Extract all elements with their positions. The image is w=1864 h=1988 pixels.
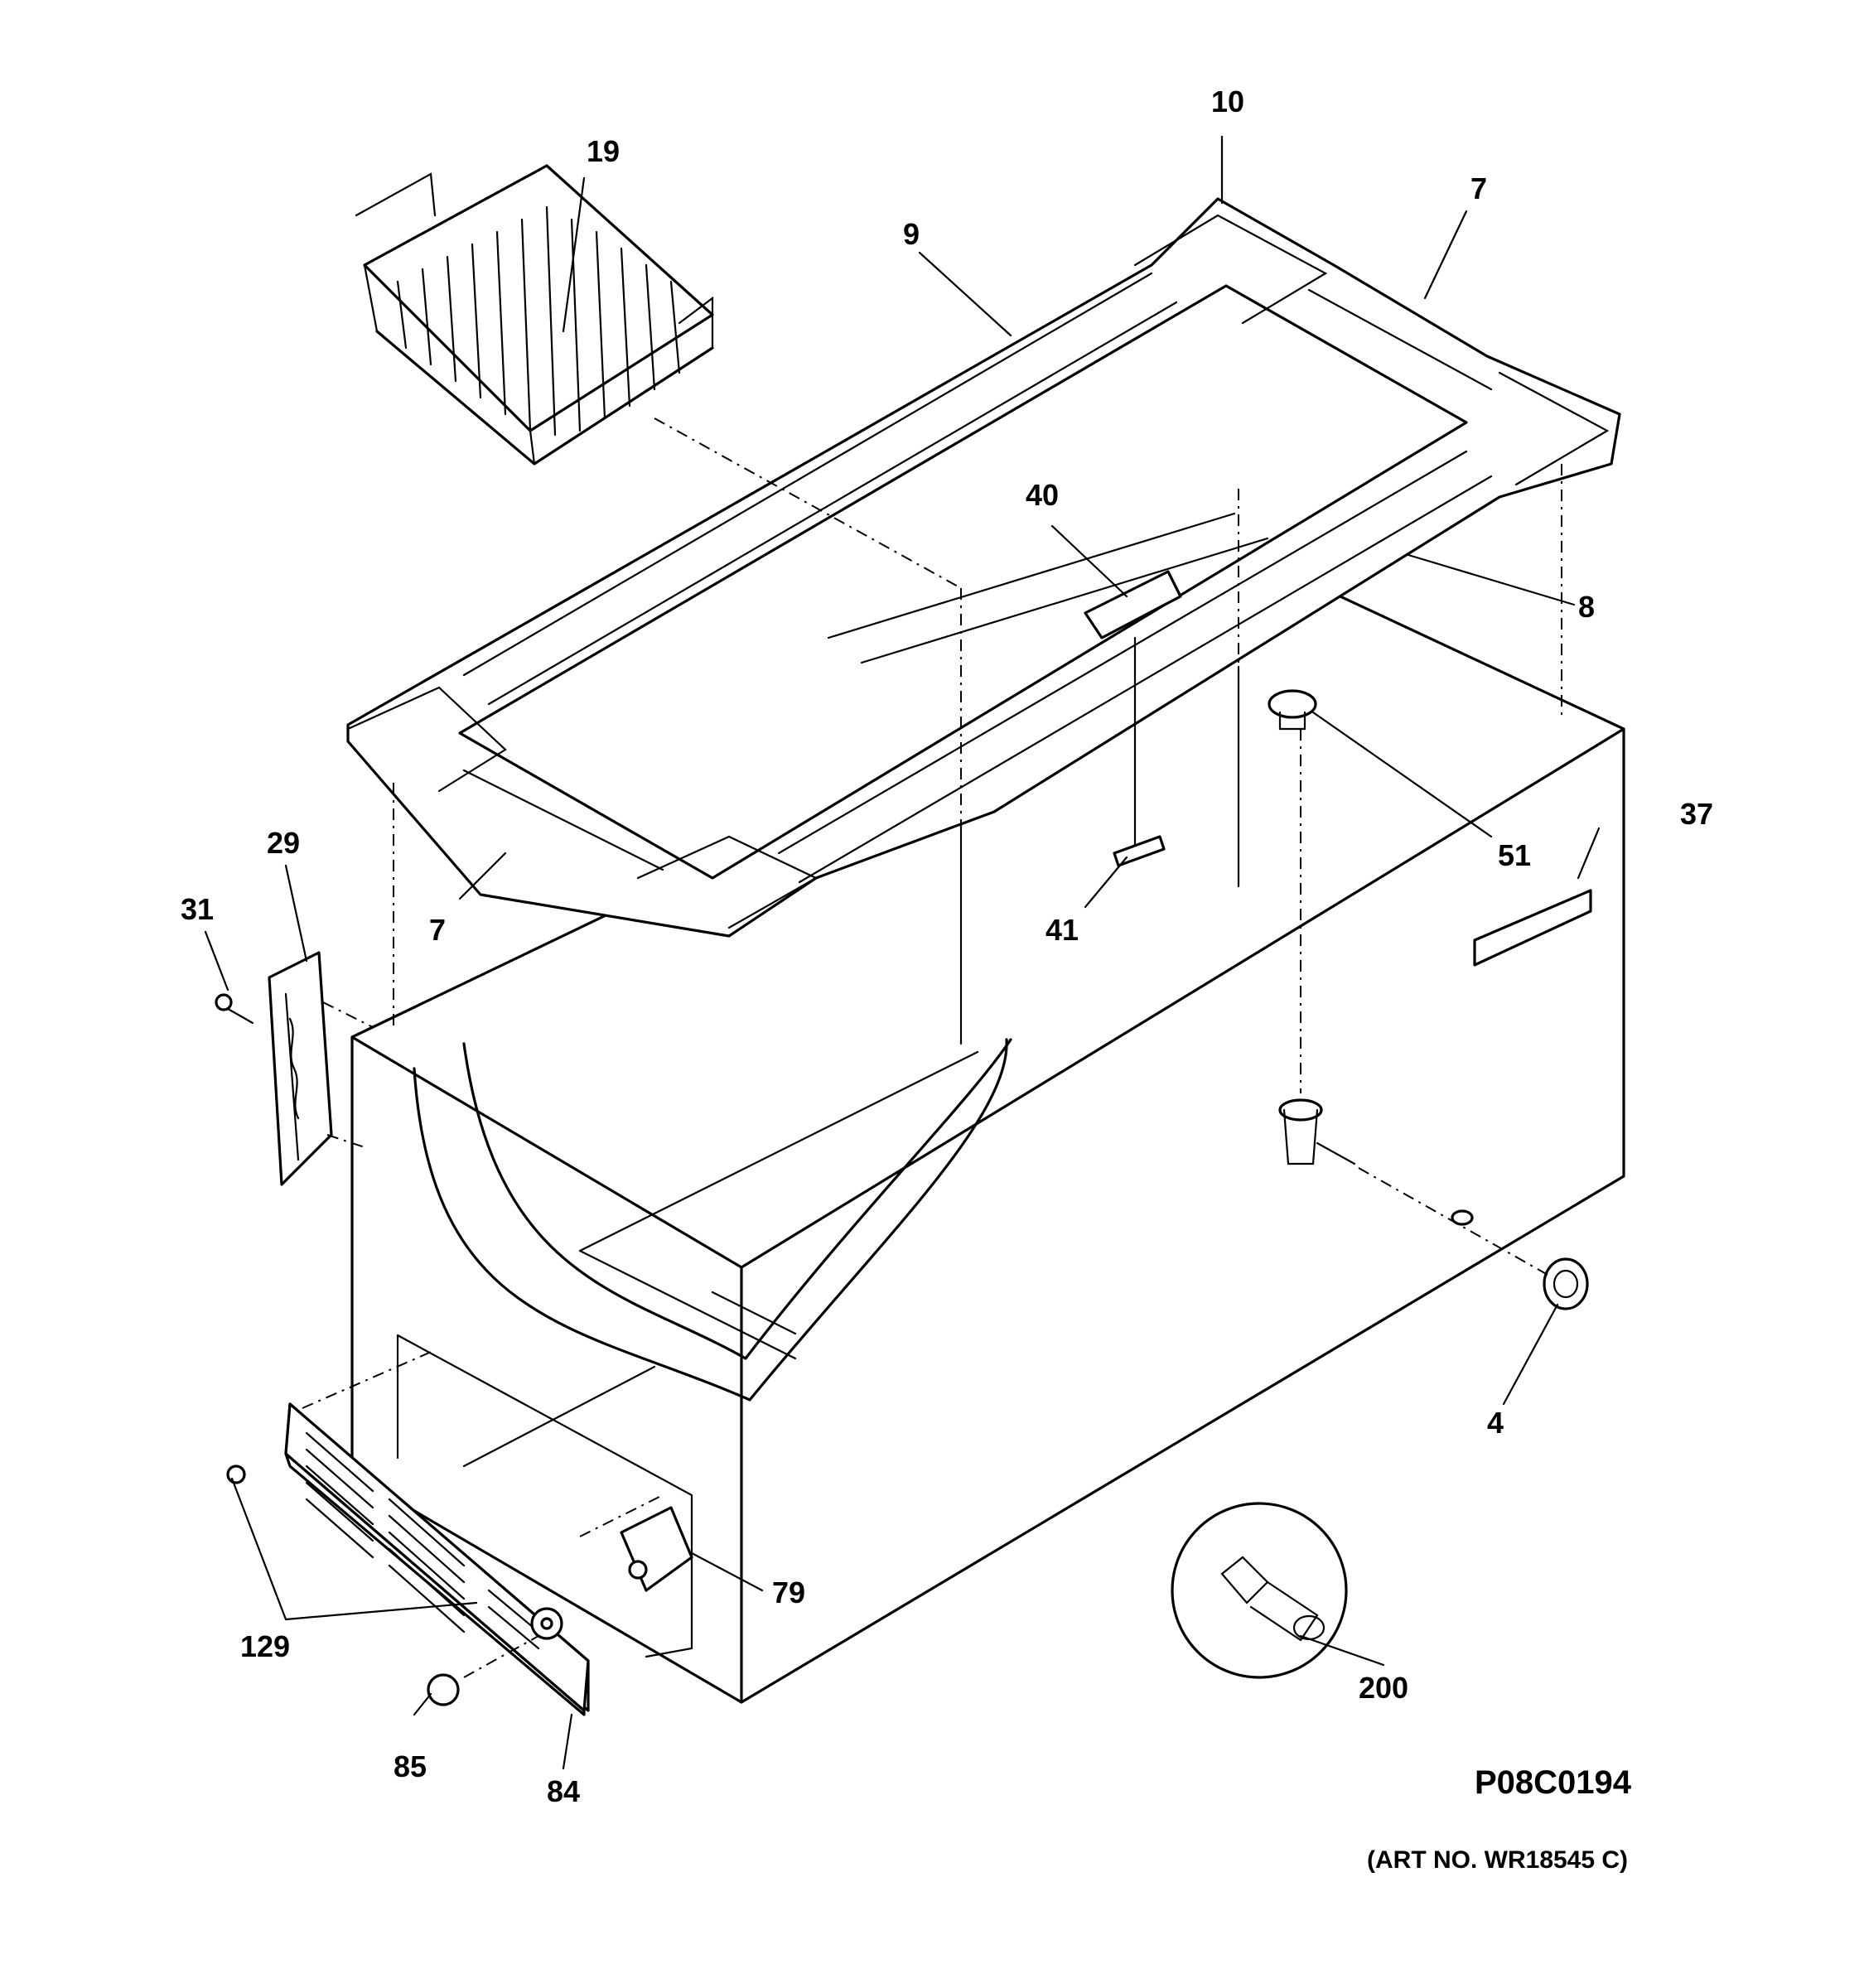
leader-lines xyxy=(204,135,1601,1770)
callout-7-front: 7 xyxy=(429,913,446,947)
callout-51: 51 xyxy=(1498,838,1531,872)
rating-label-37 xyxy=(1473,889,1592,967)
callout-labels: 10 19 7 9 40 8 37 51 29 31 7 41 4 79 129… xyxy=(181,84,1713,1808)
drain-fitting-detail xyxy=(1171,1502,1348,1679)
kickplate-grille xyxy=(226,1402,590,1716)
callout-84: 84 xyxy=(547,1774,580,1808)
callout-10: 10 xyxy=(1211,84,1244,118)
callout-85: 85 xyxy=(394,1749,427,1783)
callout-37: 37 xyxy=(1680,797,1713,831)
art-number: (ART NO. WR18545 C) xyxy=(1367,1846,1628,1874)
callout-129: 129 xyxy=(240,1629,290,1663)
callout-19: 19 xyxy=(587,134,620,168)
compressor-compartment xyxy=(396,1334,693,1658)
assembly-lines xyxy=(302,417,1562,1678)
callout-31: 31 xyxy=(181,892,214,926)
callout-29: 29 xyxy=(267,826,300,860)
callout-8: 8 xyxy=(1578,590,1595,624)
hinge-assembly xyxy=(215,951,333,1186)
callout-79: 79 xyxy=(772,1575,805,1609)
callout-41: 41 xyxy=(1045,913,1079,947)
callout-40: 40 xyxy=(1026,478,1059,512)
switch-79 xyxy=(620,1506,693,1592)
callout-9: 9 xyxy=(903,217,920,251)
drain-assembly xyxy=(1268,689,1589,1310)
wire-basket xyxy=(355,164,714,466)
callout-4: 4 xyxy=(1487,1406,1504,1440)
figure-id: P08C0194 xyxy=(1475,1764,1632,1801)
callout-200: 200 xyxy=(1359,1671,1408,1705)
breaker-frame xyxy=(346,197,1621,938)
callout-7-top: 7 xyxy=(1470,171,1487,205)
